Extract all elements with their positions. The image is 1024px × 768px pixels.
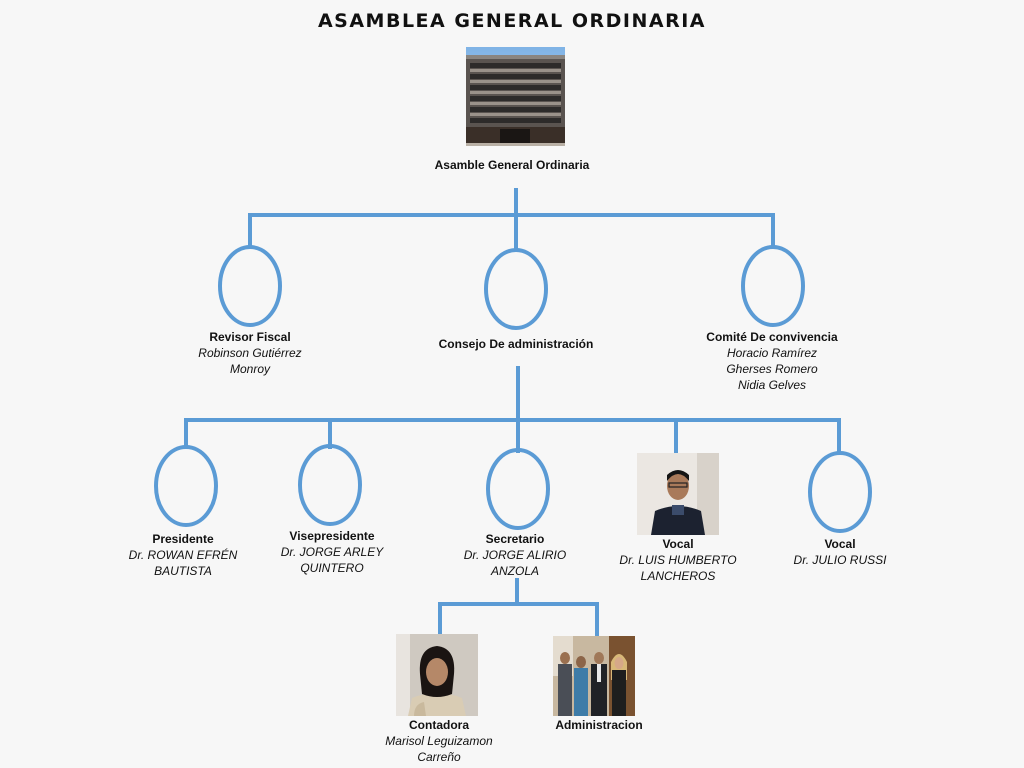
member-name: Marisol Leguizamon Carreño	[385, 734, 493, 764]
role-label: Revisor Fiscal	[209, 330, 291, 344]
root-role: Asamble General Ordinaria	[434, 158, 590, 172]
consejo-node	[484, 248, 548, 330]
node-consejo: Consejo De administración	[416, 336, 616, 352]
member-name: Dr. JORGE ARLEY QUINTERO	[280, 545, 384, 575]
member-name: Dr. LUIS HUMBERTO LANCHEROS	[619, 553, 737, 583]
node-vocal-2: Vocal Dr. JULIO RUSSI	[770, 536, 910, 568]
role-label: Vocal	[662, 537, 694, 551]
node-administracion: Administracion	[524, 717, 674, 733]
role-label: Administracion	[555, 718, 643, 732]
contadora-photo	[396, 634, 478, 716]
page-title: ASAMBLEA GENERAL ORDINARIA	[317, 10, 707, 32]
node-revisor-fiscal: Revisor Fiscal Robinson Gutiérrez Monroy	[160, 329, 340, 377]
secretario-node	[486, 448, 550, 530]
building-photo	[466, 47, 565, 146]
visepresidente-node	[298, 444, 362, 526]
vocal-2-node	[808, 451, 872, 533]
node-visepresidente: Visepresidente Dr. JORGE ARLEY QUINTERO	[262, 528, 402, 576]
root-label: Asamble General Ordinaria	[412, 157, 612, 173]
comite-node	[741, 245, 805, 327]
revisor-fiscal-node	[218, 245, 282, 327]
member-name: Dr. ROWAN EFRÉN BAUTISTA	[128, 548, 238, 578]
role-label: Contadora	[409, 718, 469, 732]
node-secretario: Secretario Dr. JORGE ALIRIO ANZOLA	[445, 531, 585, 579]
role-label: Presidente	[152, 532, 214, 546]
role-label: Visepresidente	[289, 529, 375, 543]
node-contadora: Contadora Marisol Leguizamon Carreño	[366, 717, 512, 765]
role-label: Consejo De administración	[438, 337, 594, 351]
vocal-luis-photo	[637, 453, 719, 535]
presidente-node	[154, 445, 218, 527]
node-vocal-1: Vocal Dr. LUIS HUMBERTO LANCHEROS	[603, 536, 753, 584]
administracion-photo	[553, 636, 635, 716]
member-name: Dr. JULIO RUSSI	[793, 553, 887, 567]
member-name: Robinson Gutiérrez Monroy	[198, 346, 302, 376]
member-name: Dr. JORGE ALIRIO ANZOLA	[463, 548, 567, 578]
role-label: Secretario	[485, 532, 545, 546]
member-name: Horacio Ramírez Gherses Romero Nidia Gel…	[726, 346, 818, 392]
role-label: Vocal	[824, 537, 856, 551]
role-label: Comité De convivencia	[706, 330, 838, 344]
node-comite: Comité De convivencia Horacio Ramírez Gh…	[682, 329, 862, 393]
node-presidente: Presidente Dr. ROWAN EFRÉN BAUTISTA	[113, 531, 253, 579]
